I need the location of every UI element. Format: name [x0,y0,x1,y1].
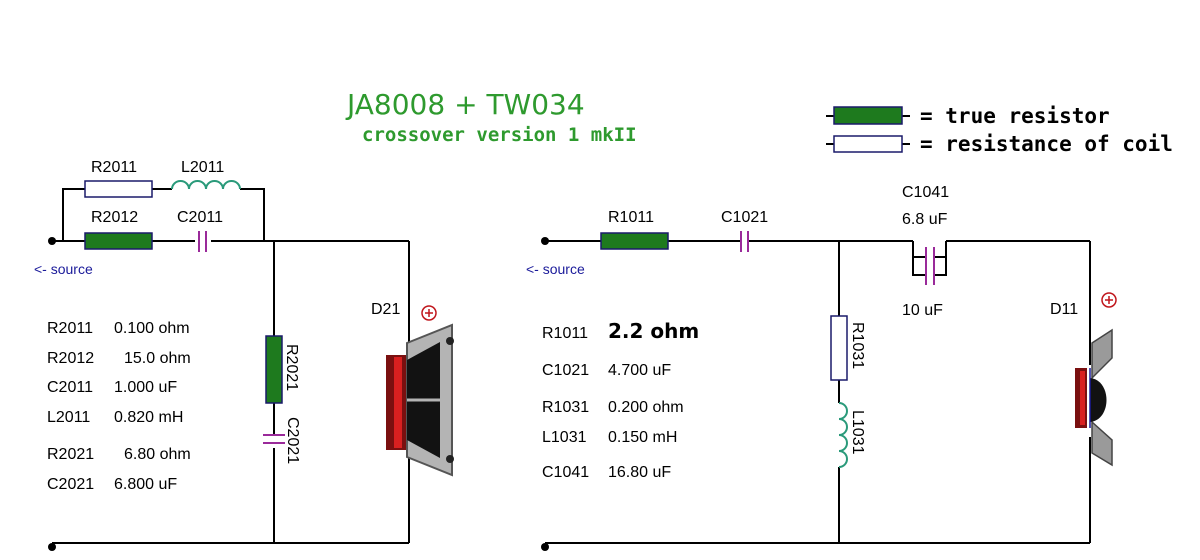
inductor-L2011 [171,180,241,190]
woofer-parallel-branch-wire [62,188,265,241]
woofer-speaker-icon [386,323,454,477]
plus-polarity-icon [1101,292,1117,308]
label-R2012: R2012 [91,209,138,226]
woofer-value-ref: R2021 [47,446,94,463]
legend: = true resistor = resistance of coil [826,104,1173,156]
woofer-value-ref: L2011 [47,409,90,426]
resistor-R2021 [265,335,283,404]
woofer-section: <- source R2011 L2011 R2012 C2011 R2021 … [34,159,454,551]
tweeter-value: 16.80 uF [608,464,671,481]
woofer-value: 15.0 ohm [124,350,191,367]
capacitor-C2021 [263,434,285,444]
label-C2011: C2011 [177,209,223,226]
label-C1041-bottom-value: 10 uF [902,302,943,319]
tweeter-value: 2.2 ohm [608,319,699,343]
legend-coil-resistance-label: = resistance of coil [920,132,1173,156]
label-L2011: L2011 [181,159,224,176]
capacitor-C1041-a [925,247,935,267]
capacitor-C2011 [198,231,207,252]
tweeter-value: 0.200 ohm [608,399,684,416]
diagram-subtitle: crossover version 1 mkII [362,124,637,146]
label-C2021: C2021 [284,417,301,464]
tweeter-value-ref: L1031 [542,429,587,446]
woofer-value: 6.80 ohm [124,446,191,463]
label-R2011: R2011 [91,159,137,176]
tweeter-c1041-wires [912,240,1090,276]
woofer-source-terminal [48,237,56,245]
tweeter-values-table: R1011 2.2 ohm C1021 4.700 uF R1031 0.200 oh… [542,319,699,481]
woofer-value: 0.820 mH [114,409,183,426]
woofer-value: 1.000 uF [114,379,177,396]
resistor-R1011 [600,232,669,250]
tweeter-source-label: <- source [526,261,585,277]
resistor-R2011 [84,180,153,198]
capacitor-C1041-b [925,265,935,285]
legend-coil-resistance-symbol [833,135,903,153]
woofer-value-ref: R2012 [47,350,94,367]
legend-true-resistor-symbol [833,106,903,125]
tweeter-ground-terminal [541,543,549,551]
tweeter-value-ref: C1041 [542,464,589,481]
label-R1011: R1011 [608,209,654,226]
woofer-value: 0.100 ohm [114,320,190,337]
woofer-value: 6.800 uF [114,476,177,493]
legend-true-resistor-label: = true resistor [920,104,1110,128]
tweeter-value-ref: R1031 [542,399,589,416]
inductor-L1031 [838,402,848,468]
label-C1041-top-value: 6.8 uF [902,211,948,228]
plus-polarity-icon [421,305,437,321]
tweeter-section: <- source R1011 C1021 C1041 6.8 uF 10 uF… [526,184,1117,551]
woofer-source-label: <- source [34,261,93,277]
woofer-driver-label: D21 [371,301,400,318]
woofer-ground-terminal [48,543,56,551]
diagram-title: JA8008 + TW034 [345,88,585,121]
tweeter-value-ref: C1021 [542,362,589,379]
tweeter-driver-label: D11 [1050,301,1078,318]
woofer-value-ref: R2011 [47,320,93,337]
label-R2021: R2021 [283,344,300,391]
label-C1021: C1021 [721,209,768,226]
tweeter-source-terminal [541,237,549,245]
tweeter-value: 4.700 uF [608,362,671,379]
label-L1031: L1031 [849,410,866,455]
label-R1031: R1031 [849,322,866,369]
resistor-R1031 [830,315,848,381]
woofer-value-ref: C2021 [47,476,94,493]
capacitor-C1021 [740,231,749,252]
woofer-values-table: R2011 0.100 ohm R2012 15.0 ohm C2011 1.000 … [47,320,191,493]
tweeter-value: 0.150 mH [608,429,677,446]
resistor-R2012 [84,232,153,250]
tweeter-value-ref: R1011 [542,325,588,342]
label-C1041: C1041 [902,184,949,201]
tweeter-speaker-icon [1075,328,1113,467]
woofer-value-ref: C2011 [47,379,93,396]
